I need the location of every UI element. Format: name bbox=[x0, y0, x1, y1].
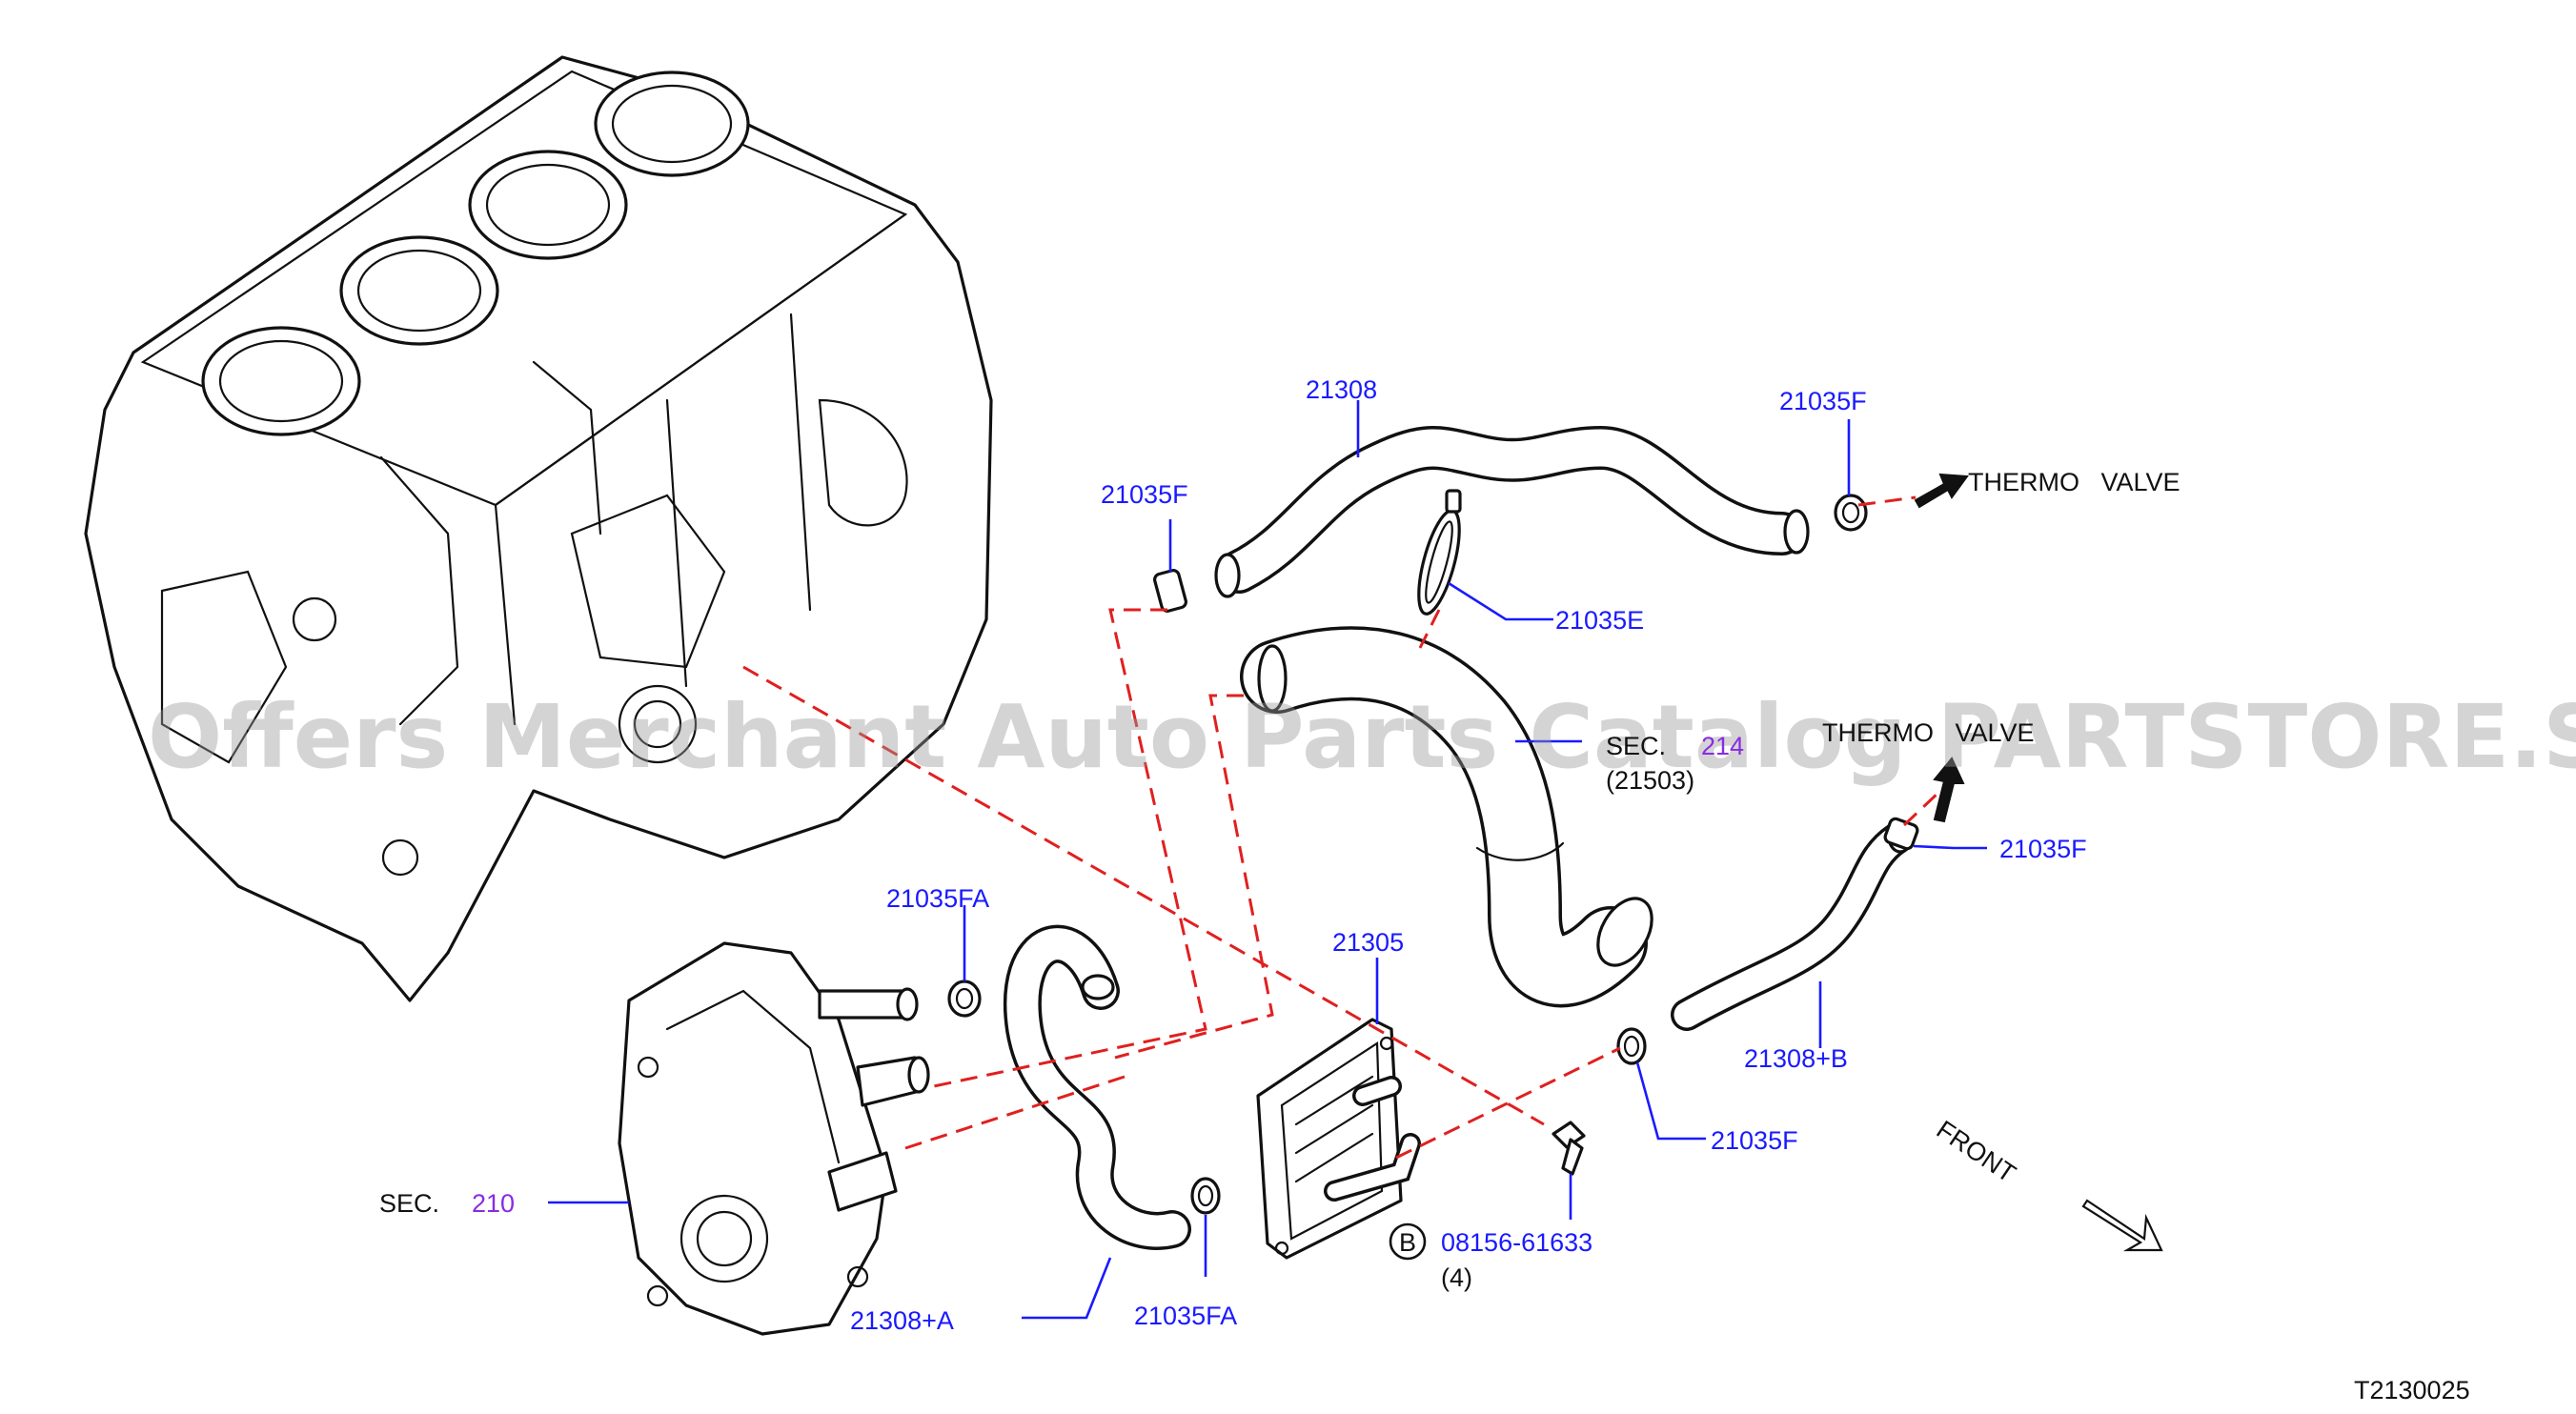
clamp-21035f-top-right bbox=[1834, 494, 1868, 532]
leader-lines bbox=[548, 400, 1987, 1320]
label-thermo-valve-2: THERMO VALVE bbox=[1822, 718, 2035, 747]
clamp-21035fa-bottom bbox=[1190, 1177, 1221, 1215]
label-sec-214: 214 bbox=[1701, 732, 1744, 760]
hose-21308a bbox=[1004, 924, 1191, 1250]
label-21035fa-top: 21035FA bbox=[886, 884, 989, 913]
hose-21308 bbox=[1214, 425, 1810, 598]
label-21503: (21503) bbox=[1606, 766, 1694, 795]
label-21308a: 21308+A bbox=[850, 1306, 954, 1335]
label-front: FRONT bbox=[1932, 1115, 2021, 1188]
arrow-thermo-valve-1 bbox=[1914, 473, 1969, 509]
label-21035f-top-right: 21035F bbox=[1779, 387, 1867, 415]
label-qty-4: (4) bbox=[1441, 1263, 1472, 1292]
clamp-21035e bbox=[1417, 489, 1462, 616]
clamp-21035fa-top bbox=[947, 980, 982, 1018]
engine-block bbox=[84, 55, 993, 1002]
oil-cooler-21305 bbox=[1256, 1018, 1421, 1260]
front-arrow-icon bbox=[2081, 1199, 2163, 1252]
hose-21308b bbox=[1671, 819, 1914, 1031]
clamp-21035f-lower bbox=[1616, 1027, 1647, 1065]
label-21308: 21308 bbox=[1306, 375, 1377, 404]
label-21035f-lower: 21035F bbox=[1711, 1126, 1798, 1155]
hose-sec-214 bbox=[1240, 626, 1653, 1008]
label-diagram-code: T2130025 bbox=[2354, 1376, 2470, 1404]
connection-lines bbox=[742, 495, 1942, 1160]
label-21035f-top-left: 21035F bbox=[1101, 480, 1188, 509]
arrow-thermo-valve-2 bbox=[1933, 757, 1965, 823]
bolt-symbol-b: B bbox=[1389, 1222, 1427, 1261]
label-21305: 21305 bbox=[1332, 928, 1404, 957]
watermark: Offers Merchant Auto Parts Catalog PARTS… bbox=[148, 686, 2576, 788]
label-sec-210-prefix: SEC. bbox=[379, 1189, 439, 1218]
label-21035fa-bottom: 21035FA bbox=[1134, 1302, 1237, 1330]
bolt-symbol-letter: B bbox=[1399, 1228, 1416, 1257]
water-outlet-housing bbox=[618, 941, 930, 1336]
label-21308b: 21308+B bbox=[1744, 1044, 1848, 1073]
label-08156-61633: 08156-61633 bbox=[1441, 1228, 1592, 1257]
label-sec-210: 210 bbox=[472, 1189, 515, 1218]
bolt-08156 bbox=[1552, 1121, 1586, 1176]
label-21035e: 21035E bbox=[1555, 606, 1644, 635]
label-thermo-valve-1: THERMO VALVE bbox=[1968, 468, 2180, 496]
clamp-21035f-top-left bbox=[1153, 569, 1187, 613]
label-21035f-right: 21035F bbox=[1999, 835, 2087, 863]
label-sec-214-prefix: SEC. bbox=[1606, 732, 1666, 760]
